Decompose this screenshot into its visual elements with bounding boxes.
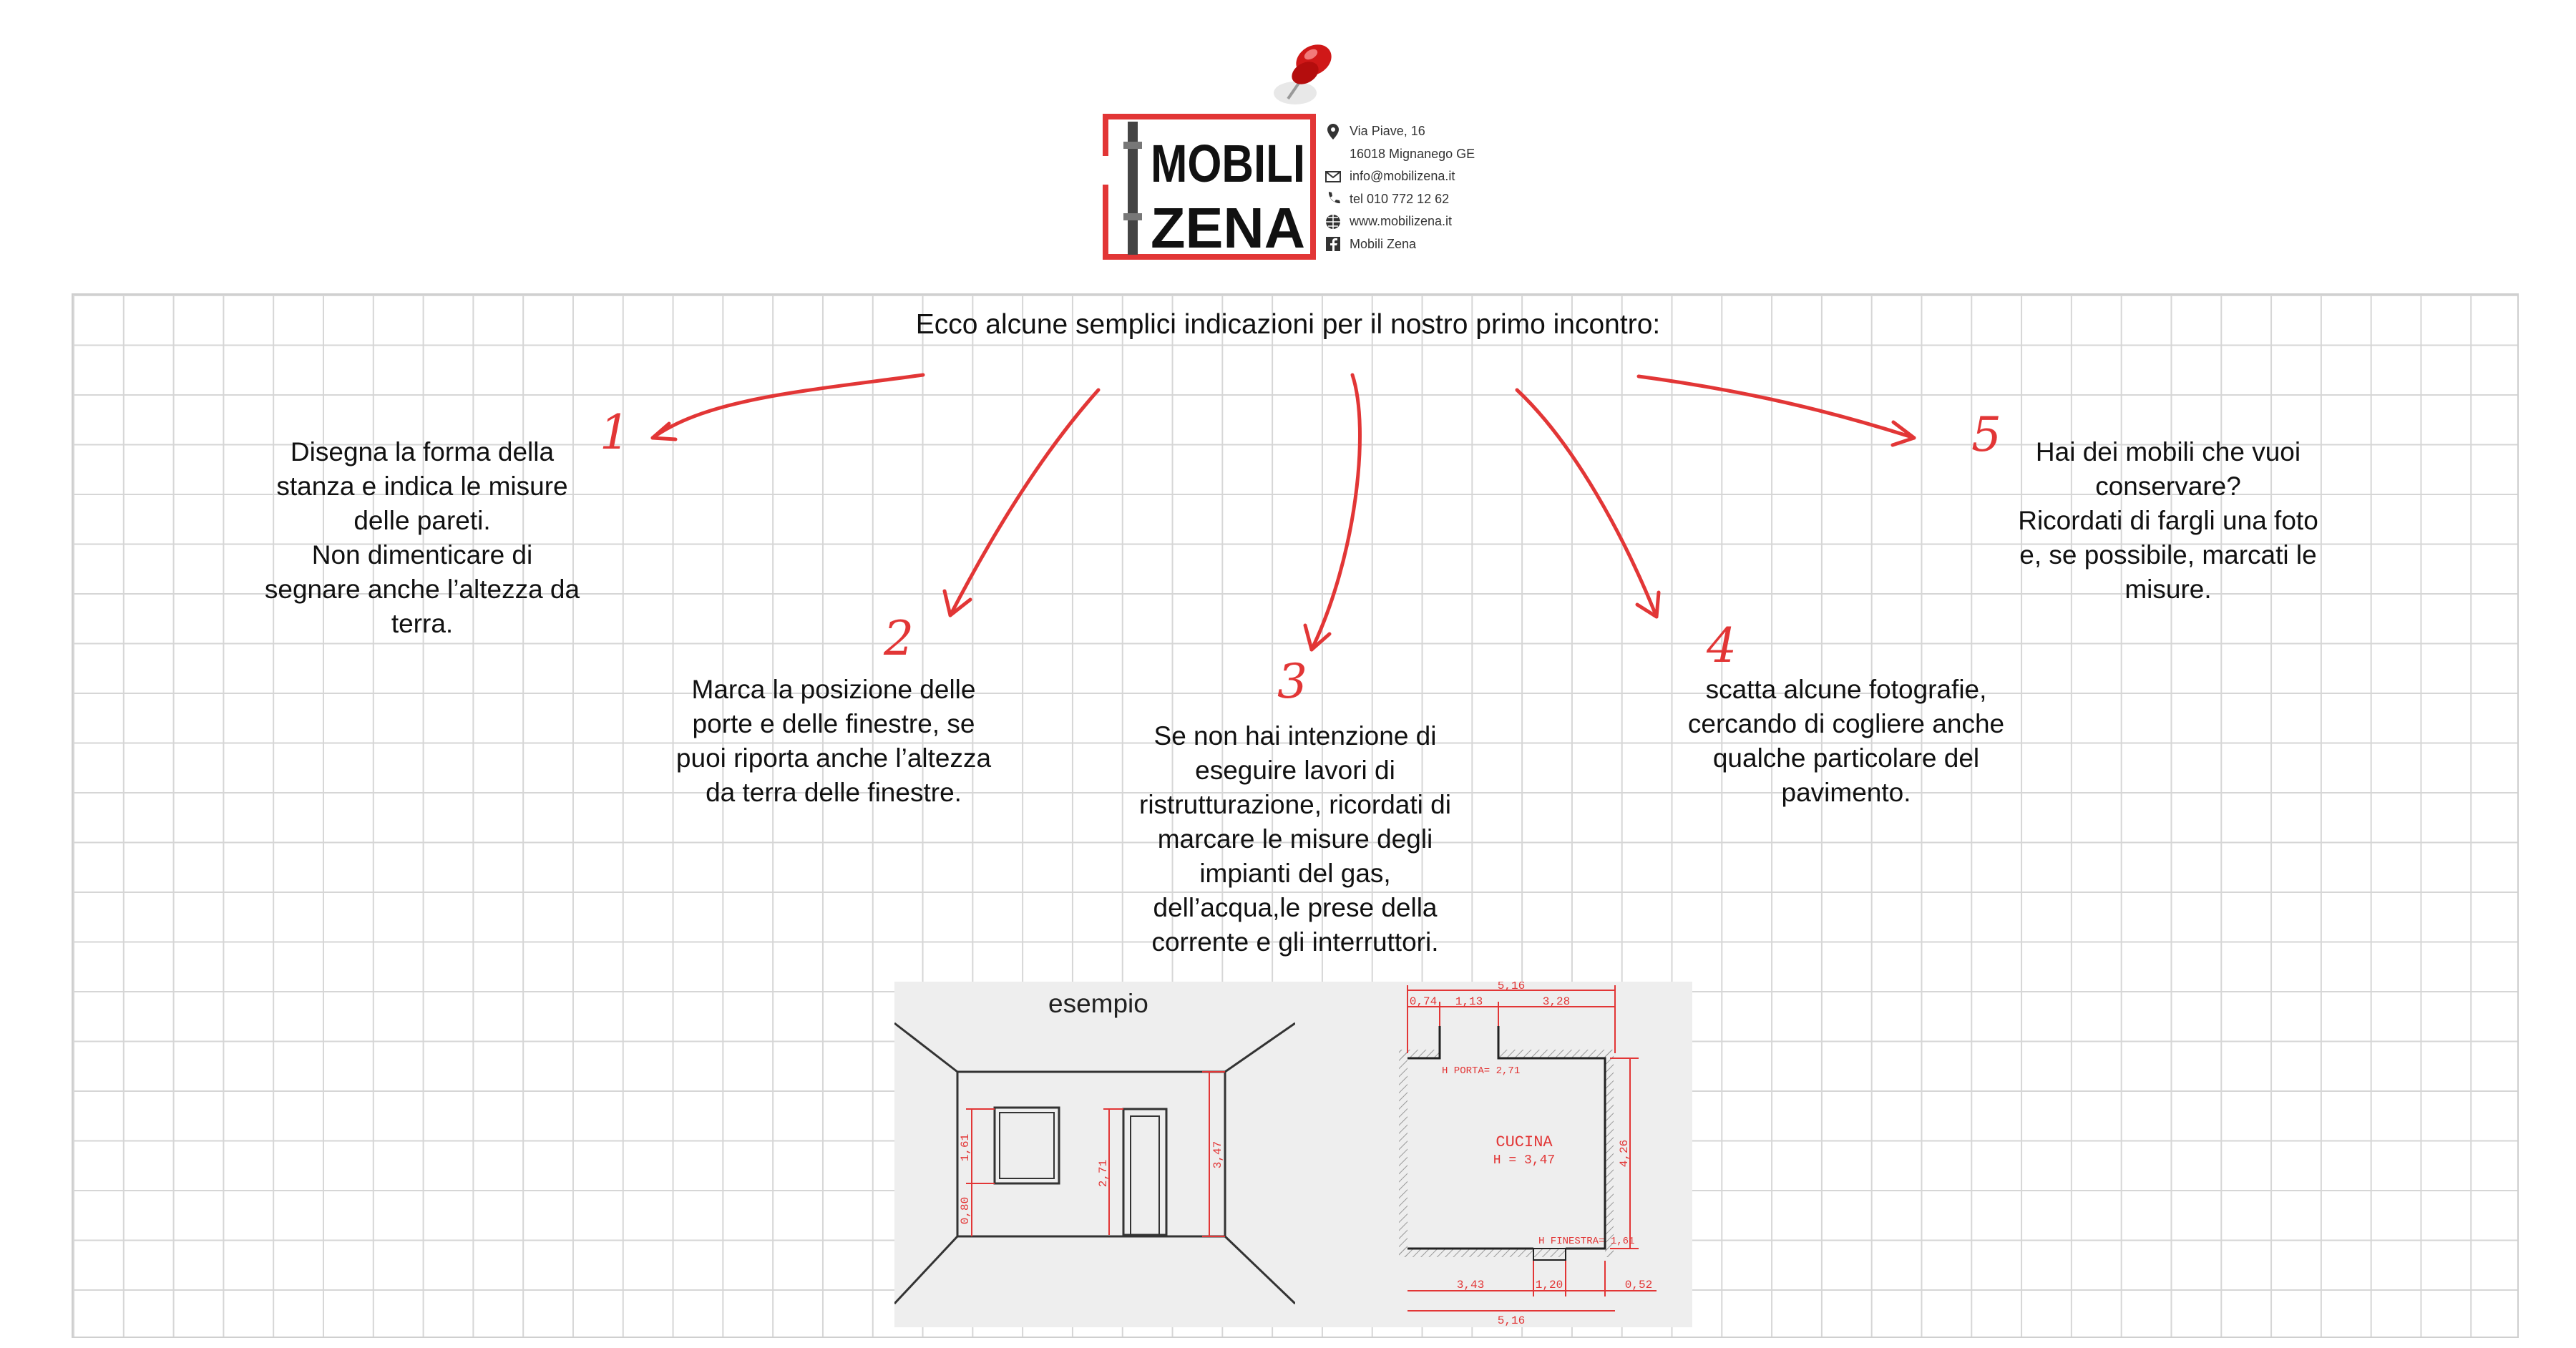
phone-icon [1328,192,1340,204]
plan-top-seg2: 1,13 [1455,995,1483,1008]
step-1-number: 1 [600,405,630,460]
plan-room-name: CUCINA [1496,1133,1553,1151]
phone-text[interactable]: tel 010 772 12 62 [1350,191,1450,206]
room-perspective-sketch: 1,61 0,80 2,71 3,47 [894,1022,1295,1305]
facebook-text[interactable]: Mobili Zena [1350,236,1417,251]
step-2-number: 2 [884,611,914,666]
plan-bottom-total: 5,16 [1498,1314,1525,1327]
window-sill-label: 0,80 [959,1197,972,1224]
plan-bottom-seg1: 3,43 [1457,1279,1484,1291]
email-text[interactable]: info@mobilizena.it [1350,169,1455,183]
logo-text-mobili: MOBILI [1151,134,1305,193]
example-panel: esempio 1,61 0,80 2,71 [894,982,1692,1327]
plan-top-total: 5,16 [1498,982,1525,992]
step-4-text: scatta alcune fotografie,cercando di cog… [1687,675,2005,807]
plan-top-seg3: 3,28 [1543,995,1570,1008]
plan-door-label: H PORTA= 2,71 [1442,1065,1520,1077]
pushpin-icon [1274,44,1332,104]
website-text[interactable]: www.mobilizena.it [1350,214,1453,228]
facebook-icon [1326,237,1340,252]
address-line1: Via Piave, 16 [1350,124,1425,138]
door-height-label: 2,71 [1097,1160,1110,1187]
step-3-number: 3 [1277,654,1307,709]
step-5-number: 5 [1971,407,2001,462]
plan-window-label: H FINESTRA= 1,61 [1538,1236,1634,1247]
mail-icon [1325,170,1341,182]
location-pin-icon [1327,123,1339,140]
address-line2: 16018 Mignanego GE [1350,146,1475,161]
logo-text-zena: ZENA [1151,196,1305,260]
plan-bottom-seg3: 0,52 [1625,1279,1652,1291]
contact-info: Via Piave, 16 16018 Mignanego GE info@mo… [1324,120,1560,255]
plan-room-height: H = 3,47 [1493,1153,1555,1168]
globe-icon [1326,214,1340,229]
plan-top-seg1: 0,74 [1410,995,1437,1008]
floor-plan-sketch: 5,16 0,74 1,13 3,28 H PORTA= 2,71 CUCINA… [1399,982,1657,1327]
plan-side-dim: 4,26 [1618,1140,1631,1167]
window-height-label: 1,61 [959,1134,972,1161]
mobilizena-logo: MOBILI ZENA [1102,114,1316,260]
step-4-number: 4 [1707,618,1737,673]
grid-paper-background [72,293,2519,1338]
example-title: esempio [1048,989,1148,1018]
intro-text: Ecco alcune semplici indicazioni per il … [915,309,1661,340]
room-height-label: 3,47 [1211,1141,1224,1168]
plan-bottom-seg2: 1,20 [1536,1279,1563,1291]
